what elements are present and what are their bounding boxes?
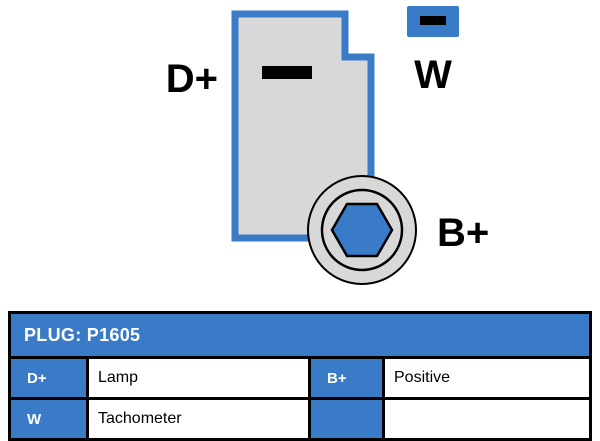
pin-cell-bplus: B+ [308, 356, 385, 400]
plug-title: PLUG: P1605 [8, 311, 592, 359]
desc-cell-lamp: Lamp [86, 356, 311, 400]
desc-cell-tachometer: Tachometer [86, 397, 311, 441]
table-header-row: PLUG: P1605 [8, 311, 592, 359]
dplus-label: D+ [166, 57, 218, 101]
pin-cell-w: W [8, 397, 89, 441]
dplus-terminal-slot [262, 66, 312, 79]
desc-cell-empty [382, 397, 592, 441]
desc-cell-positive: Positive [382, 356, 592, 400]
table-row: W Tachometer [8, 397, 592, 441]
bplus-hex-nut [330, 202, 394, 258]
connector-diagram: D+ W B+ [166, 6, 489, 285]
w-label: W [414, 53, 452, 97]
w-connector [407, 6, 459, 37]
plug-table: PLUG: P1605 D+ Lamp B+ Positive W Tachom… [8, 311, 592, 441]
bplus-label: B+ [437, 211, 489, 255]
table-row: D+ Lamp B+ Positive [8, 356, 592, 400]
bplus-terminal [307, 175, 417, 285]
pin-cell-empty [308, 397, 385, 441]
pin-cell-dplus: D+ [8, 356, 89, 400]
w-terminal-slot [420, 16, 446, 25]
